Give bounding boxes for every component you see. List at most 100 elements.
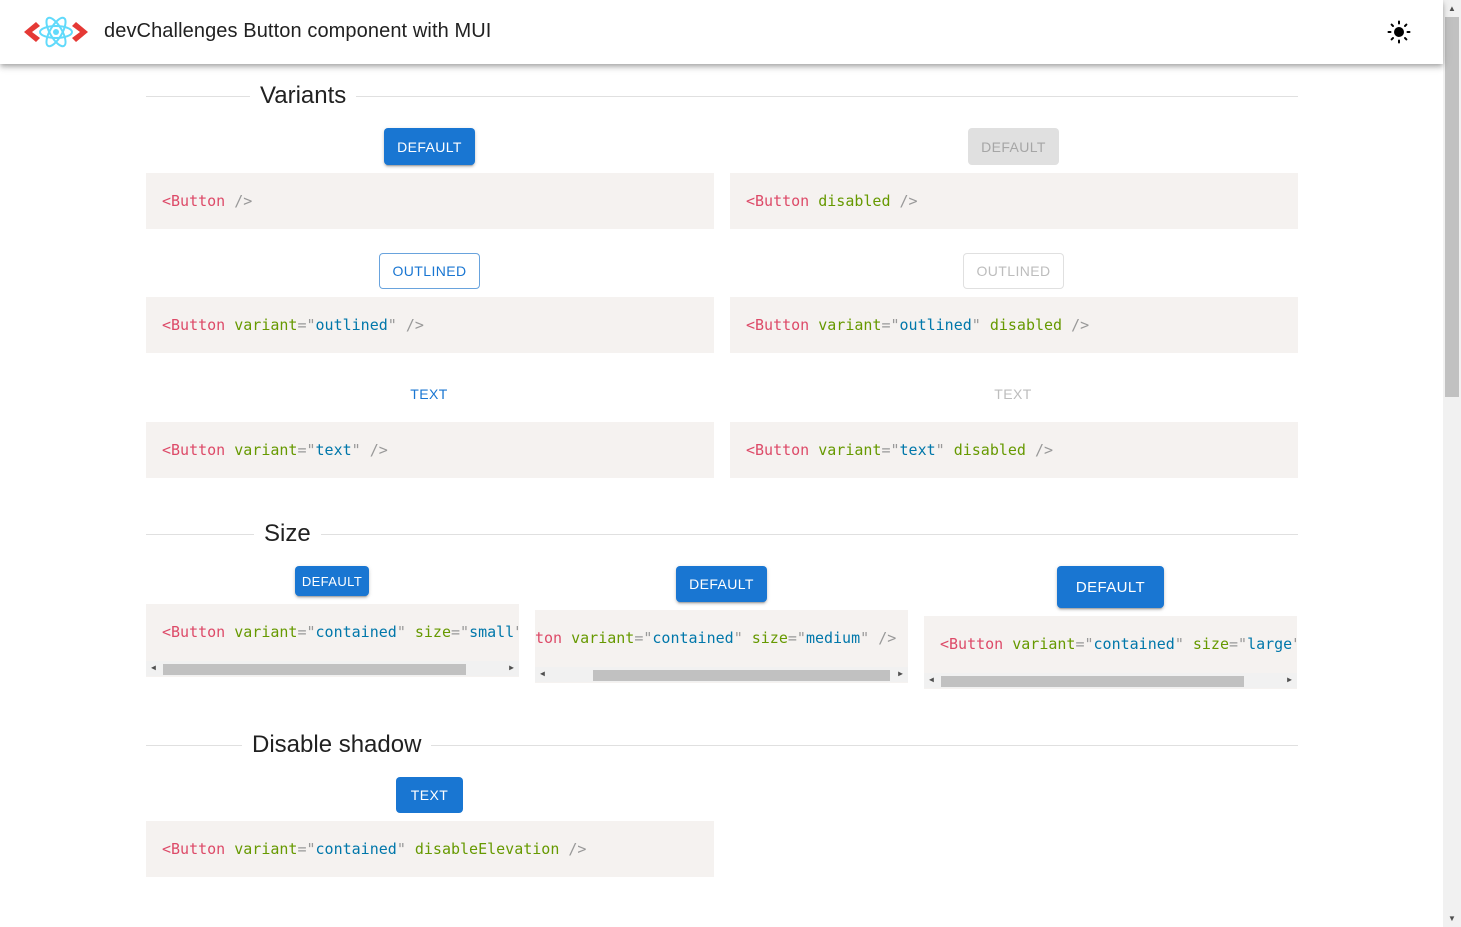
scroll-up-arrow-icon[interactable]: ▲ <box>1448 4 1456 13</box>
code-token: " <box>733 629 743 647</box>
app-bar: devChallenges Button component with MUI <box>0 0 1443 64</box>
code-token: Button <box>755 192 810 210</box>
app-title: devChallenges Button component with MUI <box>104 20 492 42</box>
small-default-button[interactable]: Default <box>295 566 369 596</box>
code-token: < <box>162 623 172 641</box>
code-block: <Button variant="outlined" disabled /> <box>730 297 1298 353</box>
horizontal-scrollbar[interactable]: ◀ ▶ <box>146 661 519 676</box>
code-token: = <box>297 441 307 459</box>
section-title-disable-shadow: Disable shadow <box>242 731 432 759</box>
scroll-left-arrow-icon[interactable]: ◀ <box>929 675 934 684</box>
code-token: " <box>306 840 316 858</box>
code-token: = <box>297 316 307 334</box>
scroll-thumb[interactable] <box>1445 17 1459 397</box>
code-token: Button <box>755 441 810 459</box>
sun-icon[interactable] <box>1384 17 1414 47</box>
code-token: variant <box>818 441 882 459</box>
code-token: /> <box>899 192 918 210</box>
outlined-button[interactable]: Outlined <box>379 253 480 289</box>
code-token: < <box>162 840 172 858</box>
code-block: <Button variant="outlined" /> <box>146 297 714 353</box>
default-button[interactable]: Default <box>384 128 475 165</box>
code-token: disabled <box>953 441 1026 459</box>
code-token: Button <box>755 316 810 334</box>
code-token: " <box>396 623 406 641</box>
code-token: " <box>460 623 470 641</box>
code-token: " <box>1238 635 1248 653</box>
horizontal-scrollbar[interactable]: ◀ ▶ <box>535 667 908 682</box>
code-token: Button <box>171 840 226 858</box>
code-token: disableElevation <box>414 840 560 858</box>
code-token: " <box>1084 635 1094 653</box>
code-token: < <box>940 635 950 653</box>
code-block: <Button /> <box>146 173 714 229</box>
code-token: size <box>1192 635 1229 653</box>
scroll-thumb[interactable] <box>593 670 890 681</box>
horizontal-scrollbar[interactable]: ◀ ▶ <box>924 673 1297 688</box>
code-block: <Button variant="text" /> <box>146 422 714 478</box>
outlined-button-disabled[interactable]: Outlined <box>963 253 1064 289</box>
code-token: = <box>297 840 307 858</box>
section-divider <box>146 534 1298 535</box>
code-token: contained <box>315 623 397 641</box>
code-token: disabled <box>989 316 1063 334</box>
code-token: disabled <box>818 192 891 210</box>
code-token: " <box>890 441 900 459</box>
default-button-disabled[interactable]: Default <box>968 128 1059 165</box>
code-token: = <box>1229 635 1239 653</box>
code-token: variant <box>571 629 635 647</box>
code-token: outlined <box>315 316 388 334</box>
section-divider <box>146 745 1298 746</box>
code-token: " <box>514 623 519 641</box>
code-token: " <box>643 629 653 647</box>
scroll-right-arrow-icon[interactable]: ▶ <box>1287 675 1292 684</box>
scroll-right-arrow-icon[interactable]: ▶ <box>898 669 903 678</box>
code-token: " <box>306 316 316 334</box>
code-token: variant <box>1012 635 1076 653</box>
code-token: variant <box>234 840 298 858</box>
code-token: " <box>796 629 806 647</box>
code-token: variant <box>234 441 298 459</box>
code-block: <Button disabled /> <box>730 173 1298 229</box>
scroll-down-arrow-icon[interactable]: ▼ <box>1448 914 1456 923</box>
medium-default-button[interactable]: Default <box>676 566 767 602</box>
code-block-large: <Button variant="contained" size="large"… <box>924 616 1297 689</box>
code-token: contained <box>652 629 734 647</box>
code-token: variant <box>234 623 298 641</box>
scroll-left-arrow-icon[interactable]: ◀ <box>151 663 156 672</box>
code-token: /> <box>369 441 388 459</box>
code-token: Button <box>171 441 226 459</box>
code-token: Button <box>949 635 1004 653</box>
code-token: < <box>162 316 172 334</box>
code-token: /> <box>878 629 897 647</box>
code-token: = <box>787 629 797 647</box>
code-token: variant <box>234 316 298 334</box>
text-button[interactable]: Text <box>410 386 448 402</box>
code-token: < <box>746 441 756 459</box>
code-block: <Button variant="text" disabled /> <box>730 422 1298 478</box>
section-divider <box>146 96 1298 97</box>
page-scrollbar[interactable]: ▲ ▼ <box>1443 0 1461 927</box>
code-block: <Button variant="contained" disableEleva… <box>146 821 714 877</box>
code-token: " <box>306 623 316 641</box>
scroll-thumb[interactable] <box>163 664 466 675</box>
scroll-left-arrow-icon[interactable]: ◀ <box>540 669 545 678</box>
section-title-variants: Variants <box>250 82 357 110</box>
scroll-right-arrow-icon[interactable]: ▶ <box>509 663 514 672</box>
code-token: /> <box>1035 441 1054 459</box>
code-token: variant <box>818 316 882 334</box>
code-token: text <box>315 441 352 459</box>
code-token: medium <box>805 629 861 647</box>
code-token: contained <box>315 840 397 858</box>
code-token: " <box>1292 635 1297 653</box>
code-token: /> <box>234 192 253 210</box>
text-button-disabled[interactable]: Text <box>994 386 1032 402</box>
react-atom-logo-icon[interactable] <box>22 14 90 50</box>
scroll-thumb[interactable] <box>941 676 1244 687</box>
code-token: large <box>1247 635 1293 653</box>
code-token: = <box>297 623 307 641</box>
large-default-button[interactable]: Default <box>1057 566 1164 608</box>
code-token: outlined <box>899 316 972 334</box>
text-button-no-shadow[interactable]: Text <box>396 777 463 813</box>
code-token: /> <box>405 316 424 334</box>
